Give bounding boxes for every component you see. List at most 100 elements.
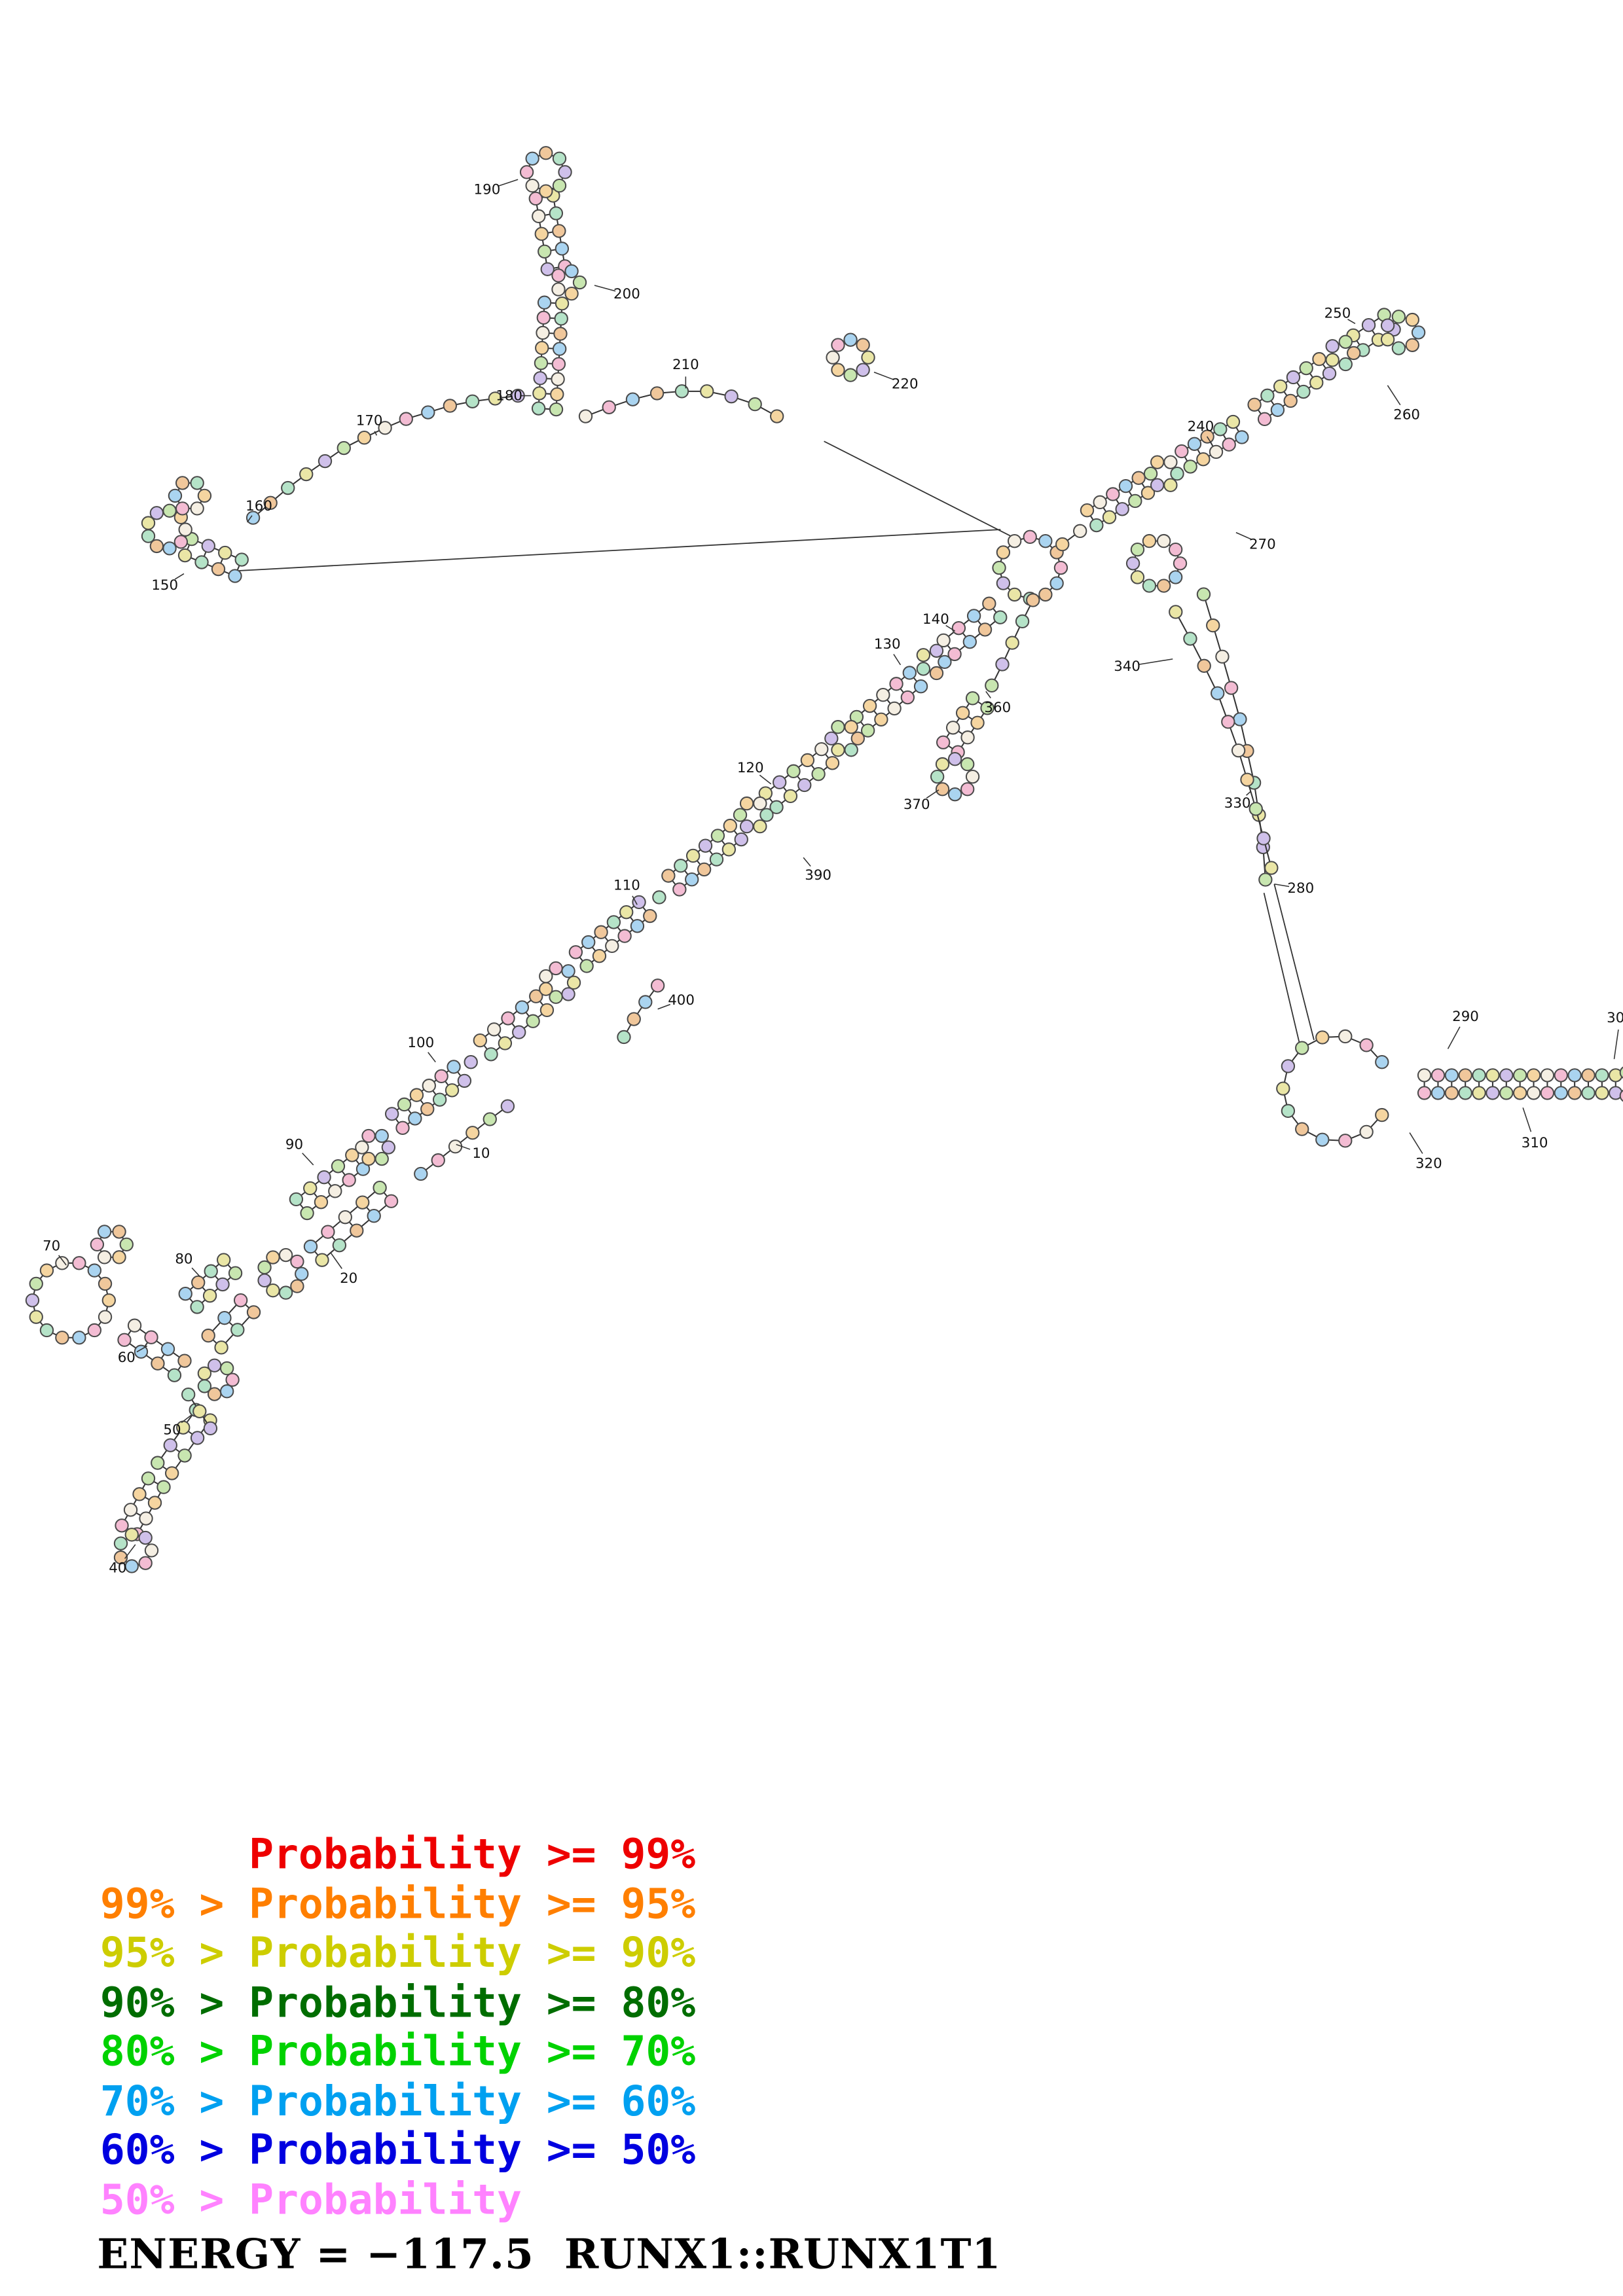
nucleotide-bead [350, 1223, 364, 1238]
nucleotide-bead [1258, 872, 1273, 887]
nucleotide-bead [138, 1530, 153, 1545]
nucleotide-bead [539, 982, 553, 996]
nucleotide-bead [1619, 1089, 1623, 1102]
nucleotide-bead [373, 1181, 387, 1195]
nucleotide-bead [500, 1099, 515, 1113]
position-label: 310 [1522, 1135, 1548, 1151]
nucleotide-bead [1102, 510, 1117, 524]
nucleotide-bead [916, 662, 931, 676]
position-label: 290 [1452, 1009, 1479, 1025]
nucleotide-bead [700, 384, 714, 399]
label-leader-line [124, 1544, 136, 1559]
nucleotide-bead [1142, 533, 1157, 548]
nucleotide-bead [1197, 658, 1211, 673]
nucleotide-bead [996, 545, 1011, 560]
nucleotide-bead [197, 1366, 212, 1381]
nucleotide-bead [538, 244, 552, 259]
nucleotide-bead [831, 363, 845, 377]
nucleotide-bead [843, 332, 858, 347]
nucleotide-bead [900, 690, 915, 705]
nucleotide-bead [215, 1277, 230, 1292]
nucleotide-bead [561, 987, 575, 1001]
nucleotide-bead [342, 1173, 356, 1187]
position-label: 80 [175, 1251, 192, 1268]
energy-and-molecule-label: ENERGY = −117.5 RUNX1::RUNX1T1 [97, 2230, 1002, 2279]
nucleotide-bead [606, 915, 621, 929]
nucleotide-bead [447, 1060, 461, 1074]
label-leader-line [873, 371, 894, 380]
label-leader-line [1274, 883, 1290, 888]
nucleotide-bead [1168, 542, 1183, 557]
label-leader-line [1447, 1026, 1461, 1049]
nucleotide-bead [592, 948, 607, 963]
nucleotide-bead [970, 715, 985, 730]
position-label: 200 [613, 286, 640, 302]
nucleotide-bead [783, 789, 798, 804]
nucleotide-bead [733, 808, 748, 822]
nucleotide-bead [177, 548, 192, 563]
nucleotide-bead [1023, 529, 1037, 545]
nucleotide-bead [831, 720, 845, 734]
nucleotide-bead [1187, 437, 1202, 451]
position-label: 110 [613, 878, 640, 894]
nucleotide-bead [1554, 1086, 1568, 1100]
nucleotide-bead [29, 1276, 43, 1291]
nucleotide-bead [831, 338, 845, 352]
nucleotide-bead [617, 929, 632, 943]
nucleotide-bead [1554, 1068, 1568, 1083]
nucleotide-bead [561, 964, 575, 978]
nucleotide-bead [448, 1139, 463, 1154]
nucleotide-bead [549, 961, 563, 976]
nucleotide-bead [1173, 556, 1188, 571]
nucleotide-bead [314, 1195, 329, 1210]
nucleotide-bead [167, 1368, 182, 1382]
position-label: 370 [903, 797, 930, 813]
nucleotide-bead [414, 1166, 428, 1181]
nucleotide-bead [192, 1404, 207, 1418]
nucleotide-bead [202, 1288, 217, 1303]
nucleotide-bead [605, 939, 619, 954]
nucleotide-bead [552, 151, 567, 166]
nucleotide-bead [488, 391, 503, 406]
nucleotide-bead [1233, 712, 1247, 726]
nucleotide-bead [1338, 1134, 1353, 1148]
nucleotide-bead [384, 1107, 399, 1121]
nucleotide-bead [1118, 478, 1133, 493]
nucleotide-bead [233, 1293, 248, 1308]
nucleotide-bead [464, 1055, 478, 1069]
nucleotide-bead [218, 545, 232, 560]
nucleotide-bead [786, 764, 801, 779]
nucleotide-bead [930, 770, 945, 784]
nucleotide-bead [1211, 686, 1225, 700]
nucleotide-bead [367, 1209, 381, 1223]
nucleotide-bead [473, 1033, 487, 1048]
nucleotide-bead [1221, 715, 1235, 729]
nucleotide-bead [177, 1448, 192, 1463]
nucleotide-bead [164, 1466, 179, 1480]
nucleotide-bead [1567, 1068, 1582, 1083]
label-leader-line [246, 515, 253, 523]
nucleotide-bead [1431, 1086, 1446, 1100]
position-label: 100 [407, 1035, 434, 1051]
position-label: 390 [805, 867, 831, 884]
nucleotide-bead [246, 1305, 261, 1319]
nucleotide-bead [1249, 802, 1263, 816]
nucleotide-bead [214, 1340, 228, 1355]
nucleotide-bead [1115, 502, 1129, 516]
nucleotide-bead [266, 1250, 280, 1265]
label-leader-line [498, 179, 519, 187]
position-label: 160 [246, 498, 272, 514]
nucleotide-bead [338, 1210, 352, 1225]
nucleotide-bead [355, 1140, 369, 1155]
label-leader-line [181, 1414, 192, 1424]
nucleotide-bead [1106, 487, 1120, 501]
nucleotide-bead [151, 1456, 165, 1470]
nucleotide-bead [902, 666, 917, 680]
nucleotide-bead [697, 862, 712, 877]
nucleotide-bead [1359, 1038, 1374, 1052]
label-leader-line [374, 431, 378, 436]
nucleotide-bead [420, 1102, 435, 1117]
nucleotide-bead [219, 1361, 234, 1376]
legend-entry: 99% > Probability >= 95% [100, 1879, 696, 1928]
nucleotide-bead [929, 643, 944, 658]
